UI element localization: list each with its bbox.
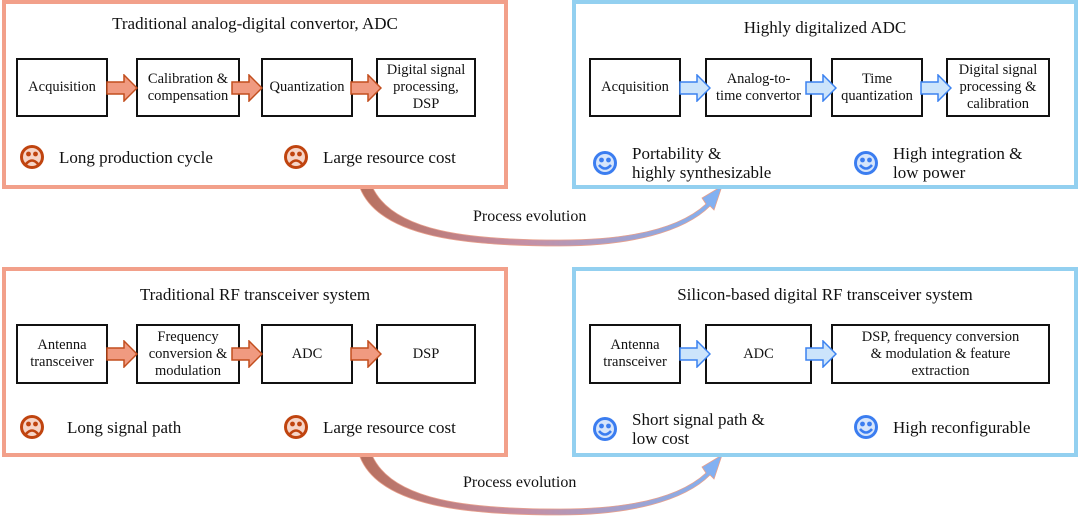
stage-dsp: DSP — [376, 324, 476, 384]
flow-arrow-icon — [679, 74, 711, 102]
happy-face-icon — [854, 415, 878, 439]
benefit-note: High integration & low power — [853, 144, 1022, 182]
drawback-note: Large resource cost — [283, 414, 456, 440]
note-text: High reconfigurable — [893, 417, 1031, 437]
flow-arrow-icon — [920, 74, 952, 102]
stage-dsp-conversion-modulation-extraction: DSP, frequency conversion & modulation &… — [831, 324, 1050, 384]
note-text: Long production cycle — [59, 147, 213, 167]
flow-arrow-icon — [106, 74, 138, 102]
stage-adc: ADC — [705, 324, 812, 384]
panel-title: Traditional analog-digital convertor, AD… — [112, 14, 398, 33]
flow-arrow-icon — [350, 340, 382, 368]
sad-face-icon — [20, 415, 44, 439]
panel-title: Traditional RF transceiver system — [139, 285, 371, 304]
flow-arrow-icon — [805, 74, 837, 102]
benefit-note: High reconfigurable — [853, 414, 1030, 440]
sad-face-icon — [284, 415, 308, 439]
happy-face-icon — [593, 417, 617, 441]
stage-antenna-transceiver: Antenna transceiver — [16, 324, 108, 384]
drawback-note: Long signal path — [19, 414, 181, 440]
note-text: Portability & highly synthesizable — [632, 144, 772, 182]
stage-frequency-conversion-modulation: Frequency conversion & modulation — [136, 324, 240, 384]
note-text: Large resource cost — [323, 147, 456, 167]
stage-quantization: Quantization — [261, 58, 353, 117]
panel-title: Silicon-based digital RF transceiver sys… — [677, 285, 973, 304]
note-text: Large resource cost — [323, 417, 456, 437]
happy-face-icon — [593, 151, 617, 175]
flow-arrow-icon — [231, 340, 263, 368]
sad-face-icon — [284, 145, 308, 169]
panel-title: Highly digitalized ADC — [743, 18, 907, 37]
stage-adc: ADC — [261, 324, 353, 384]
flow-arrow-icon — [231, 74, 263, 102]
stage-dsp: Digital signal processing, DSP — [376, 58, 476, 117]
benefit-note: Short signal path & low cost — [592, 410, 765, 448]
note-text: High integration & low power — [893, 144, 1023, 182]
evolution-arrow-top — [359, 185, 723, 247]
note-text: Short signal path & low cost — [632, 410, 765, 448]
stage-time-quantization: Time quantization — [831, 58, 923, 117]
flow-arrow-icon — [679, 340, 711, 368]
stage-calibration-compensation: Calibration & compensation — [136, 58, 240, 117]
happy-face-icon — [854, 151, 878, 175]
flow-arrow-icon — [805, 340, 837, 368]
process-evolution-label-top: Process evolution — [473, 208, 587, 225]
flow-arrow-icon — [350, 74, 382, 102]
evolution-arrow-bottom — [359, 454, 723, 516]
process-evolution-label-bottom: Process evolution — [463, 474, 577, 491]
stage-acquisition: Acquisition — [589, 58, 681, 117]
benefit-note: Portability & highly synthesizable — [592, 144, 771, 182]
drawback-note: Long production cycle — [19, 144, 213, 170]
sad-face-icon — [20, 145, 44, 169]
flow-arrow-icon — [106, 340, 138, 368]
note-text: Long signal path — [67, 417, 182, 437]
drawback-note: Large resource cost — [283, 144, 456, 170]
stage-antenna-transceiver: Antenna transceiver — [589, 324, 681, 384]
stage-acquisition: Acquisition — [16, 58, 108, 117]
stage-analog-to-time-convertor: Analog-to- time convertor — [705, 58, 812, 117]
stage-dsp-calibration: Digital signal processing & calibration — [946, 58, 1050, 117]
